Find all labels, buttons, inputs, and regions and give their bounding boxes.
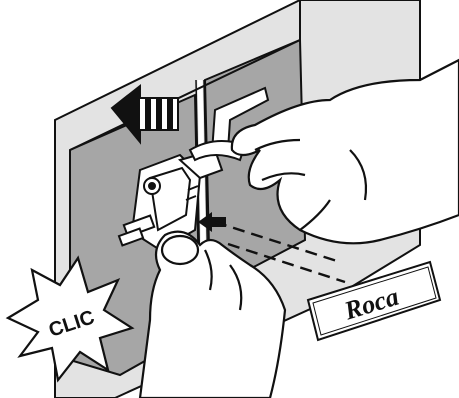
- illustration-canvas: Roca CLIC: [0, 0, 459, 398]
- installation-illustration: Roca CLIC: [0, 0, 459, 398]
